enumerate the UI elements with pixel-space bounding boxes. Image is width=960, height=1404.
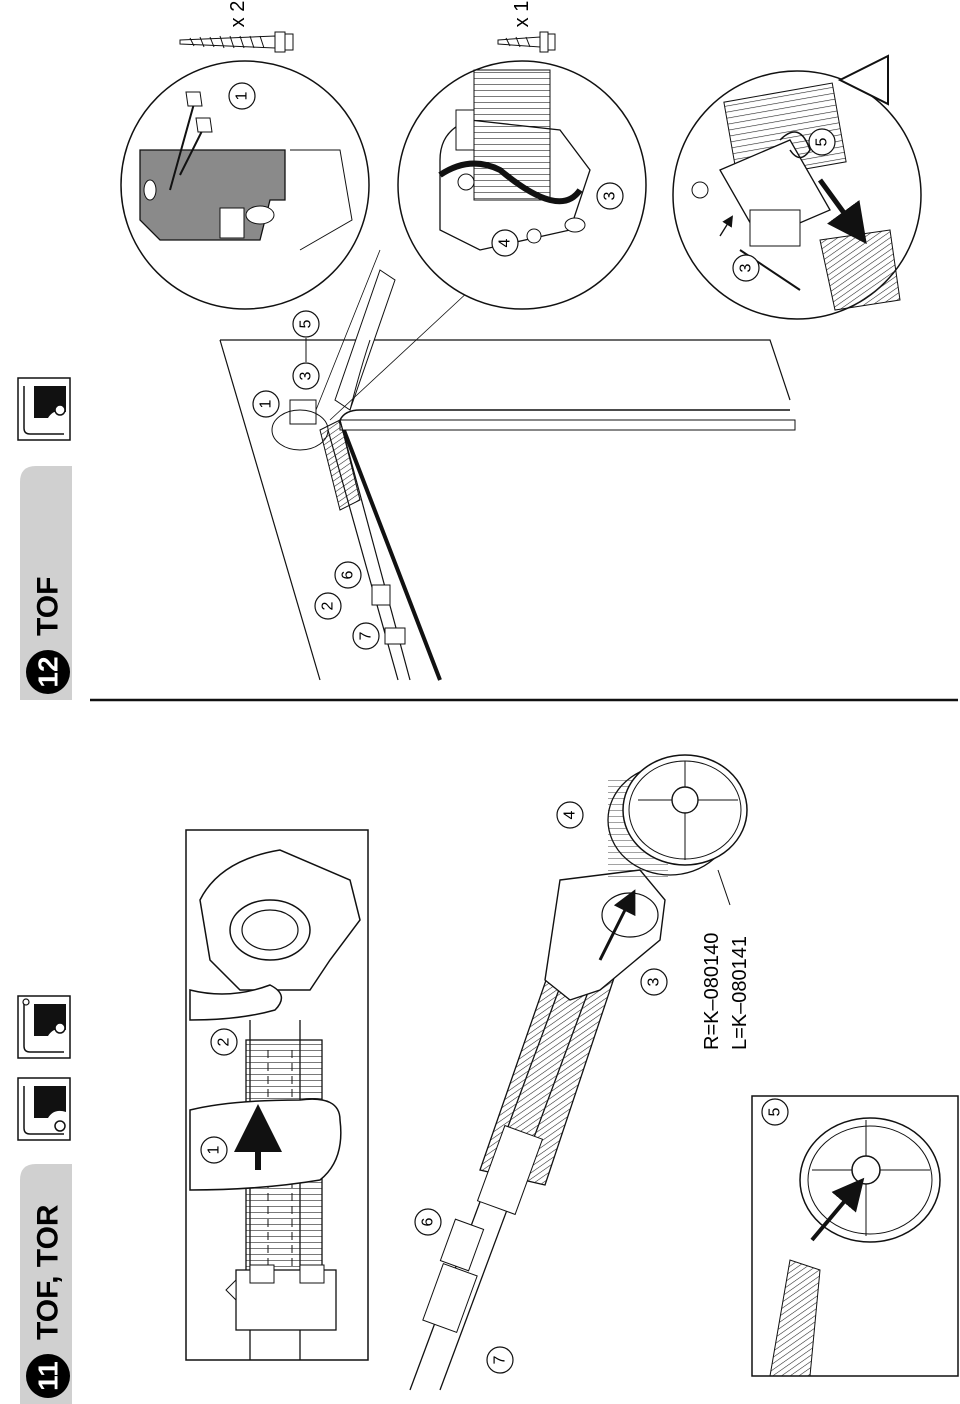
callout: 7 xyxy=(492,1355,509,1364)
step-12-header: 12 TOF xyxy=(20,466,72,700)
callout: 3 xyxy=(646,977,663,986)
warning-triangle-icon xyxy=(837,54,889,106)
screw-quantity-upper: x 2 xyxy=(227,1,249,28)
step-11-header: 11 TOF, TOR xyxy=(20,1164,72,1404)
track-type-icon xyxy=(17,995,71,1059)
callout: 4 xyxy=(562,810,579,819)
callout: 3 xyxy=(602,191,619,200)
track-type-icon xyxy=(17,1077,71,1141)
callout: 3 xyxy=(298,371,315,380)
step-title: TOF, TOR xyxy=(32,1204,65,1340)
step-number: 12 xyxy=(33,656,64,687)
screw-icon xyxy=(497,31,556,53)
cable-drum-detail: 4 3 xyxy=(397,60,647,310)
step-number-badge xyxy=(26,650,70,694)
callout: 2 xyxy=(320,601,337,610)
callout: 4 xyxy=(497,238,514,247)
screw-quantity-lower: x 1 xyxy=(511,1,533,28)
callout: 3 xyxy=(738,263,755,272)
callout: 6 xyxy=(340,570,357,579)
drum-detail: 5 xyxy=(751,1095,959,1377)
callout: 5 xyxy=(814,137,831,146)
part-number-right: R=K–080140 xyxy=(701,933,723,1050)
bracket-screw-detail: 1 xyxy=(120,60,370,310)
drum-assembly-exploded: 4 3 6 7 xyxy=(409,754,748,1391)
step-title: TOF xyxy=(32,577,65,636)
spring-wind-detail: 1 2 xyxy=(185,829,369,1361)
callout: 5 xyxy=(767,1107,784,1116)
callout: 6 xyxy=(420,1217,437,1226)
screw-icon xyxy=(179,31,294,53)
track-type-icon xyxy=(17,377,71,441)
step-number: 11 xyxy=(33,1361,64,1391)
callout: 1 xyxy=(258,399,275,408)
callout: 7 xyxy=(358,631,375,640)
step-number-badge xyxy=(26,1354,70,1398)
cable-attachment-detail: 5 3 xyxy=(672,70,922,320)
part-number-left: L=K–080141 xyxy=(729,936,751,1050)
callout: 1 xyxy=(234,91,251,100)
callout: 5 xyxy=(298,319,315,328)
callout: 1 xyxy=(206,1145,223,1154)
callout: 2 xyxy=(216,1037,233,1046)
door-frame-overview: 1 3 5 2 6 7 xyxy=(219,249,796,681)
